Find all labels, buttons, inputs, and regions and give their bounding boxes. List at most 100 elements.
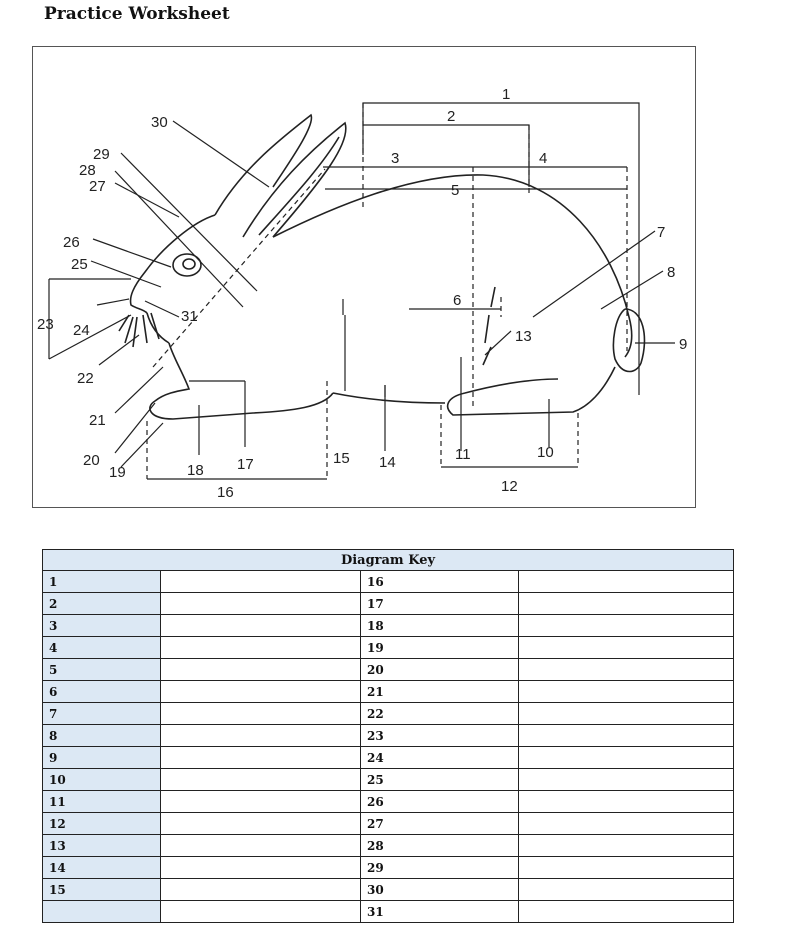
key-left-answer-cell[interactable] (160, 878, 361, 901)
diagram-label-14: 14 (379, 454, 396, 471)
diagram-label-29: 29 (93, 146, 110, 163)
key-right-number: 24 (360, 746, 519, 769)
key-left-number: 9 (42, 746, 161, 769)
key-right-answer-cell[interactable] (518, 724, 734, 747)
key-left-answer-cell[interactable] (160, 812, 361, 835)
key-left-answer-cell[interactable] (160, 592, 361, 615)
diagram-label-23: 23 (37, 316, 54, 333)
key-left-number: 11 (42, 790, 161, 813)
key-row: 31 (42, 900, 734, 923)
key-right-answer-cell[interactable] (518, 856, 734, 879)
key-left-number: 3 (42, 614, 161, 637)
key-left-number: 2 (42, 592, 161, 615)
key-left-answer-cell[interactable] (160, 570, 361, 593)
key-left-number: 6 (42, 680, 161, 703)
key-row: 2 17 (42, 592, 734, 615)
key-right-answer-cell[interactable] (518, 702, 734, 725)
key-right-answer-cell[interactable] (518, 812, 734, 835)
key-right-number: 27 (360, 812, 519, 835)
diagram-label-25: 25 (71, 256, 88, 273)
diagram-label-6: 6 (453, 292, 461, 309)
diagram-label-8: 8 (667, 264, 675, 281)
rabbit-chin (146, 312, 170, 344)
key-left-answer-cell[interactable] (160, 636, 361, 659)
rabbit-back-outline (272, 174, 633, 358)
key-right-answer-cell[interactable] (518, 614, 734, 637)
key-right-answer-cell[interactable] (518, 768, 734, 791)
diagram-label-30: 30 (151, 114, 168, 131)
key-left-answer-cell[interactable] (160, 680, 361, 703)
diagram-label-15: 15 (333, 450, 350, 467)
key-right-number: 17 (360, 592, 519, 615)
key-left-answer-cell[interactable] (160, 614, 361, 637)
key-right-number: 22 (360, 702, 519, 725)
diagram-label-16: 16 (217, 484, 234, 501)
key-row: 1 16 (42, 570, 734, 593)
key-right-answer-cell[interactable] (518, 636, 734, 659)
key-left-answer-cell[interactable] (160, 658, 361, 681)
diagram-label-27: 27 (89, 178, 106, 195)
diagram-label-13: 13 (515, 328, 532, 345)
diagram-label-19: 19 (109, 464, 126, 481)
key-left-number: 10 (42, 768, 161, 791)
key-right-answer-cell[interactable] (518, 790, 734, 813)
diagram-label-31: 31 (181, 308, 198, 325)
key-left-number: 13 (42, 834, 161, 857)
key-right-number: 30 (360, 878, 519, 901)
rabbit-eye (172, 253, 202, 277)
key-right-number: 25 (360, 768, 519, 791)
key-right-answer-cell[interactable] (518, 680, 734, 703)
key-right-answer-cell[interactable] (518, 878, 734, 901)
key-left-number: 4 (42, 636, 161, 659)
key-left-answer-cell[interactable] (160, 724, 361, 747)
key-right-answer-cell[interactable] (518, 592, 734, 615)
diagram-label-12: 12 (501, 478, 518, 495)
key-left-answer-cell[interactable] (160, 834, 361, 857)
diagram-label-5: 5 (451, 182, 459, 199)
key-left-answer-cell[interactable] (160, 790, 361, 813)
rabbit-hind-foot (446, 366, 616, 416)
rabbit-ear-front (242, 121, 347, 238)
rabbit-fore-foot (149, 342, 334, 420)
key-right-number: 20 (360, 658, 519, 681)
key-left-answer-cell[interactable] (160, 856, 361, 879)
key-right-number: 16 (360, 570, 519, 593)
diagram-label-3: 3 (391, 150, 399, 167)
rabbit-ear-back (214, 113, 313, 216)
key-row: 10 25 (42, 768, 734, 791)
diagram-label-7: 7 (657, 224, 665, 241)
key-left-number: 14 (42, 856, 161, 879)
diagram-label-2: 2 (447, 108, 455, 125)
rabbit-diagram: 1 2 3 4 5 6 7 8 9 10 11 12 13 14 15 16 1… (32, 46, 696, 508)
key-left-answer-cell[interactable] (160, 746, 361, 769)
diagram-label-20: 20 (83, 452, 100, 469)
diagram-label-10: 10 (537, 444, 554, 461)
rabbit-belly (332, 392, 446, 404)
key-right-number: 28 (360, 834, 519, 857)
worksheet-title: Practice Worksheet (44, 4, 230, 24)
key-left-number: 1 (42, 570, 161, 593)
key-left-answer-cell[interactable] (160, 702, 361, 725)
diagram-label-17: 17 (237, 456, 254, 473)
key-right-answer-cell[interactable] (518, 570, 734, 593)
key-right-answer-cell[interactable] (518, 658, 734, 681)
key-left-number: 7 (42, 702, 161, 725)
key-left-answer-cell[interactable] (160, 768, 361, 791)
key-right-answer-cell[interactable] (518, 834, 734, 857)
key-right-answer-cell[interactable] (518, 746, 734, 769)
key-right-answer-cell[interactable] (518, 900, 734, 923)
key-left-answer-cell[interactable] (160, 900, 361, 923)
rabbit-tail (612, 308, 646, 373)
diagram-label-26: 26 (63, 234, 80, 251)
diagram-label-11: 11 (455, 446, 471, 463)
diagram-label-28: 28 (79, 162, 96, 179)
rabbit-ear-inner (258, 136, 340, 236)
rabbit-diagram-canvas: 1 2 3 4 5 6 7 8 9 10 11 12 13 14 15 16 1… (37, 86, 687, 501)
diagram-label-24: 24 (73, 322, 90, 339)
rabbit-head-outline (129, 214, 216, 314)
